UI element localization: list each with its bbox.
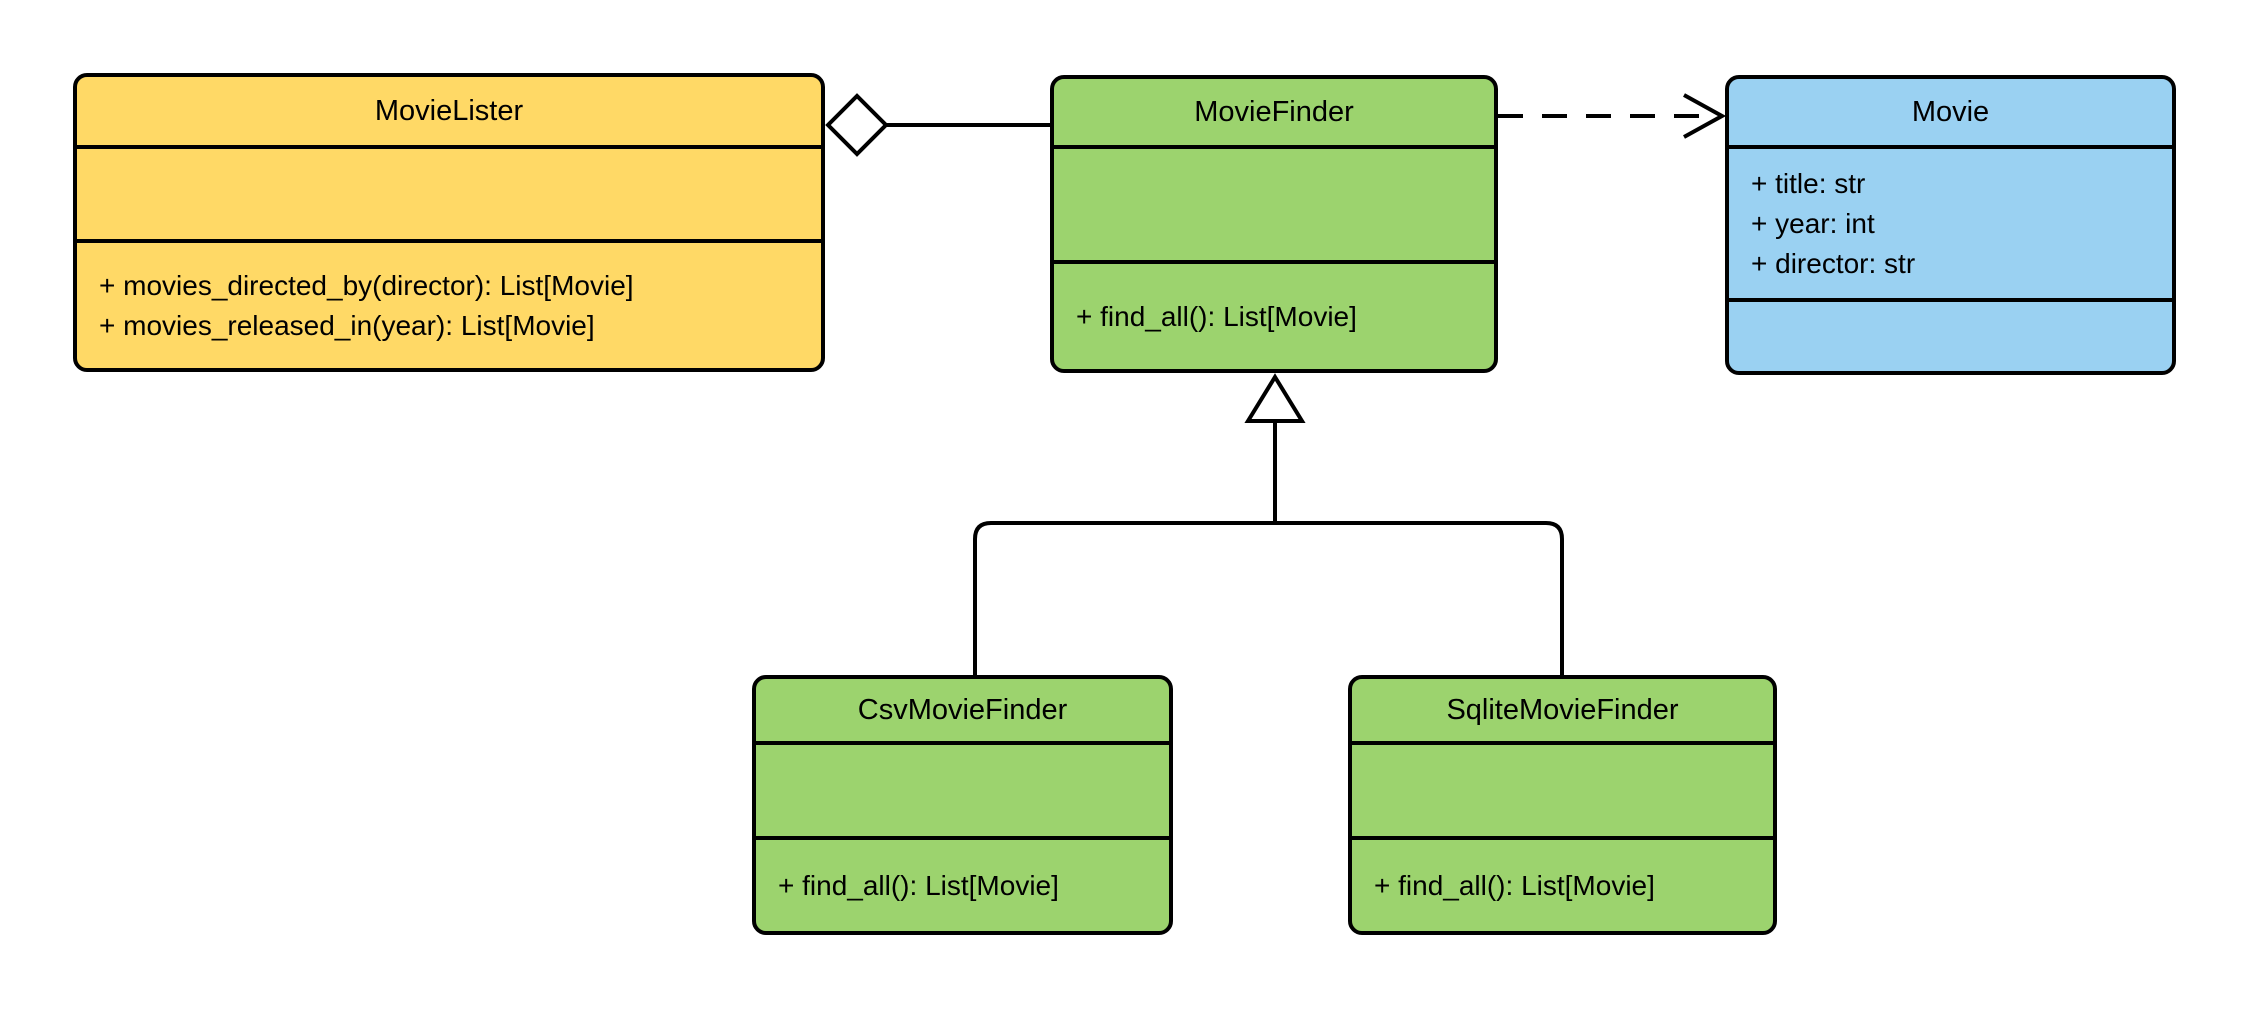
method: + find_all(): List[Movie] xyxy=(1374,869,1655,901)
methods-section: + find_all(): List[Movie] xyxy=(756,836,1169,931)
methods-section xyxy=(1729,298,2172,371)
methods-section: + find_all(): List[Movie] xyxy=(1054,260,1494,369)
generalization-triangle-icon xyxy=(1244,373,1306,423)
attributes-section xyxy=(1054,145,1494,260)
class-movielister[interactable]: MovieLister + movies_directed_by(directo… xyxy=(73,73,825,372)
dependency-connector[interactable] xyxy=(1498,93,1727,139)
generalization-connector[interactable] xyxy=(973,373,1564,675)
class-title: MovieLister xyxy=(374,95,524,127)
method: + find_all(): List[Movie] xyxy=(778,869,1059,901)
class-title: SqliteMovieFinder xyxy=(1446,694,1679,726)
class-title: Movie xyxy=(1911,96,1990,128)
attribute: + year: int xyxy=(1751,207,1875,239)
class-title: MovieFinder xyxy=(1194,96,1354,128)
aggregation-connector[interactable] xyxy=(825,93,1050,157)
methods-section: + movies_directed_by(director): List[Mov… xyxy=(77,239,821,368)
attributes-section xyxy=(756,741,1169,836)
class-movie[interactable]: Movie + title: str + year: int + directo… xyxy=(1725,75,2176,375)
attributes-section: + title: str + year: int + director: str xyxy=(1729,145,2172,298)
class-sqlitemoviefinder[interactable]: SqliteMovieFinder + find_all(): List[Mov… xyxy=(1348,675,1777,935)
class-title: CsvMovieFinder xyxy=(857,694,1068,726)
attribute: + director: str xyxy=(1751,247,1916,279)
method: + movies_released_in(year): List[Movie] xyxy=(99,309,595,341)
attributes-section xyxy=(1352,741,1773,836)
method: + find_all(): List[Movie] xyxy=(1076,300,1357,332)
attributes-section xyxy=(77,145,821,239)
class-csvmoviefinder[interactable]: CsvMovieFinder + find_all(): List[Movie] xyxy=(752,675,1173,935)
class-moviefinder[interactable]: MovieFinder + find_all(): List[Movie] xyxy=(1050,75,1498,373)
method: + movies_directed_by(director): List[Mov… xyxy=(99,269,634,301)
dependency-arrowhead-icon xyxy=(1683,93,1727,139)
methods-section: + find_all(): List[Movie] xyxy=(1352,836,1773,931)
aggregation-diamond-icon xyxy=(825,93,889,157)
attribute: + title: str xyxy=(1751,167,1866,199)
